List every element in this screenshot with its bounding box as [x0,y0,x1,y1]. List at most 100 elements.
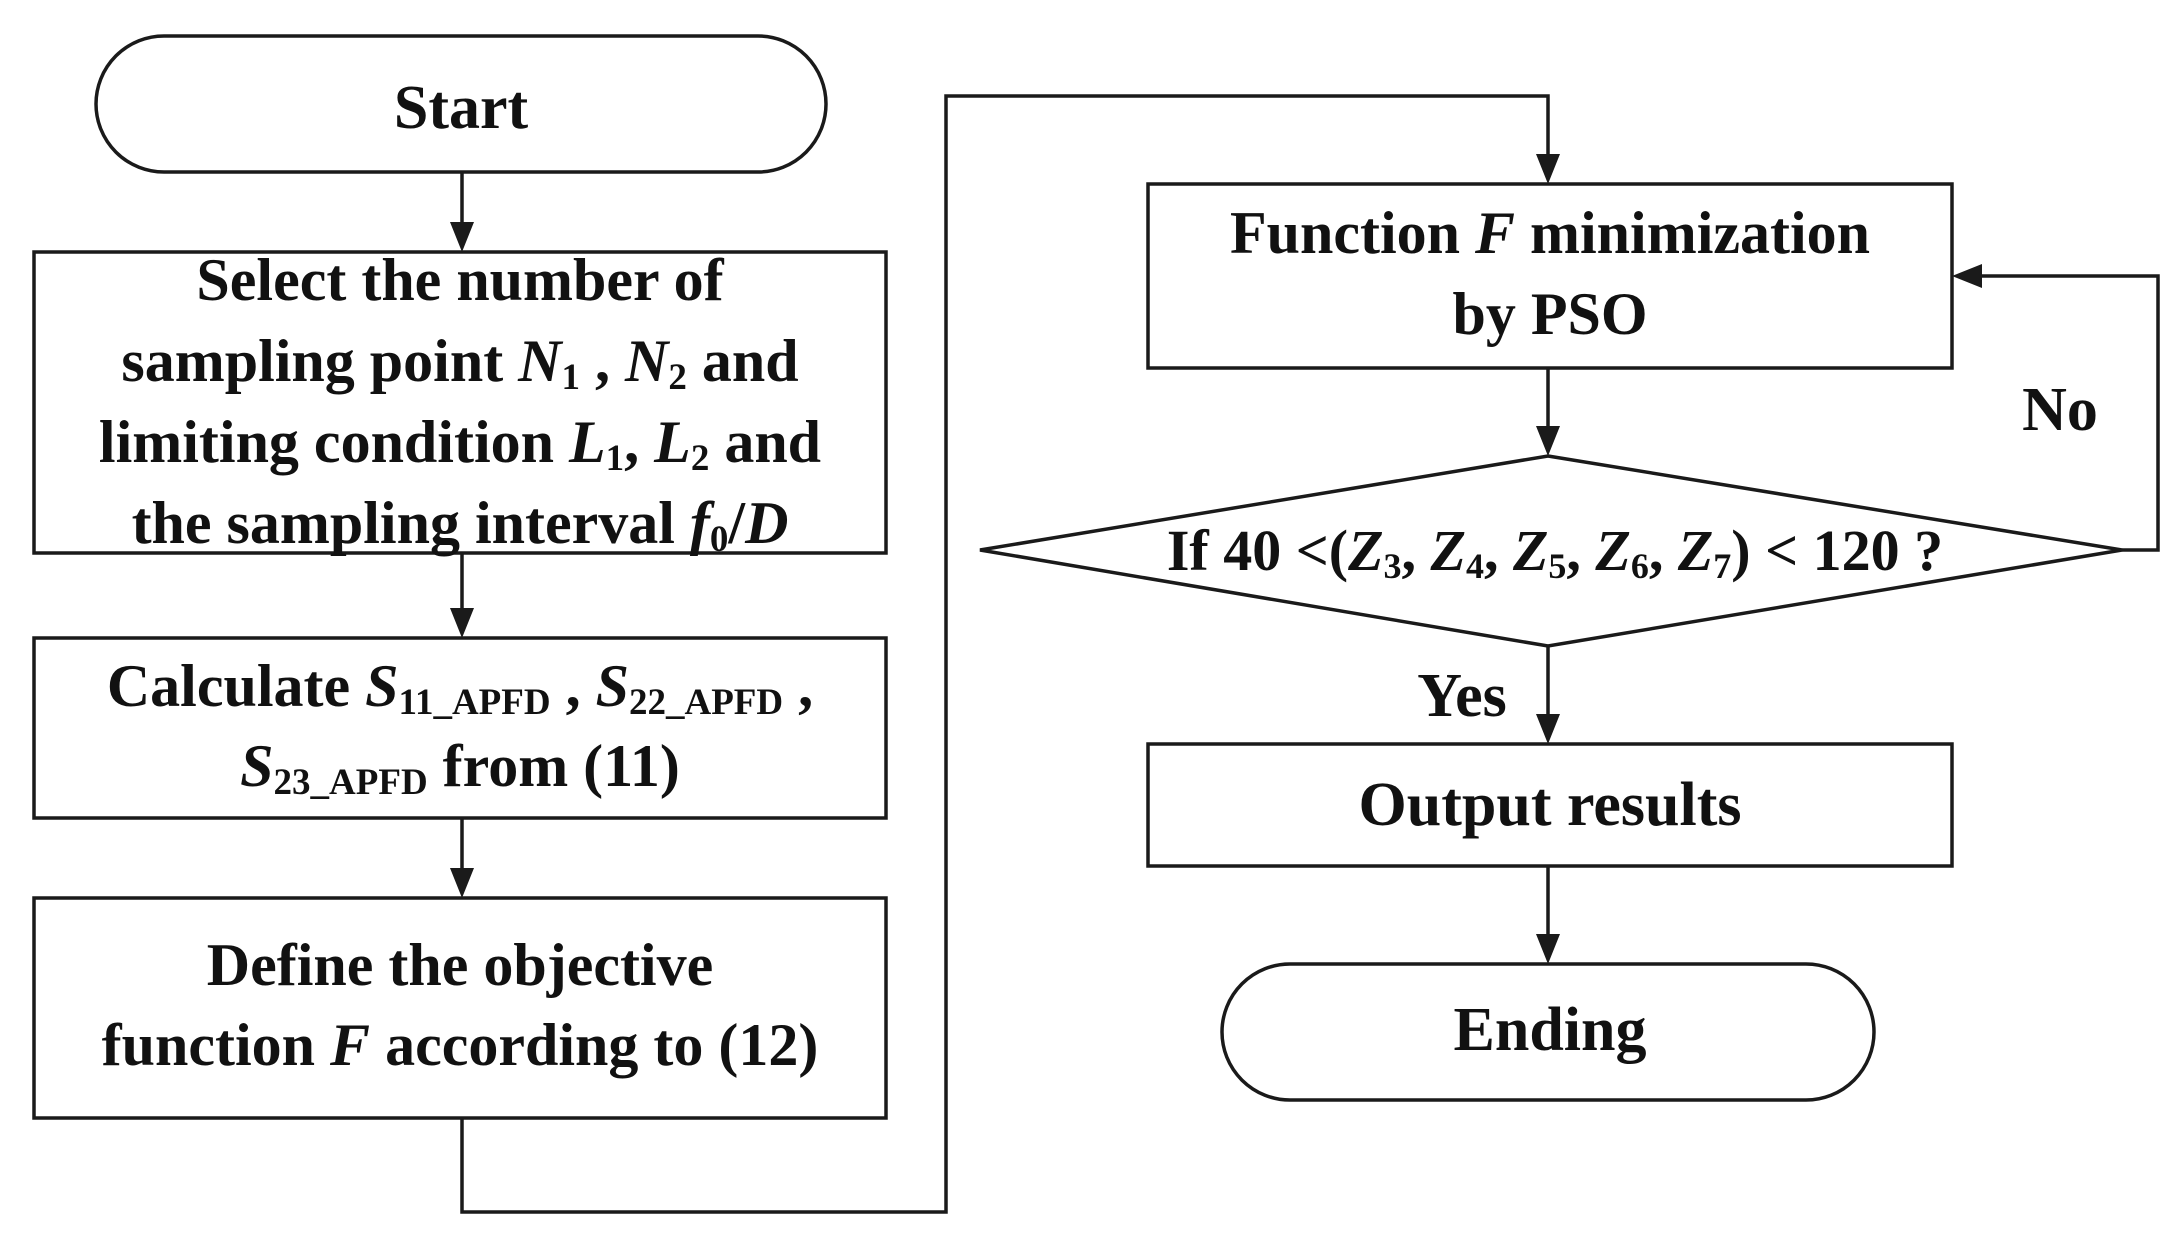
text-run: , [580,328,625,394]
no-edge-label: No [2022,376,2098,444]
text-run: Output results [1359,771,1742,839]
subscript: 2 [668,357,687,398]
arrow-to-pso [1536,154,1560,184]
select-process-box [32,250,888,555]
italic-symbol: Z [1430,518,1466,583]
italic-symbol: S [596,653,629,719]
text-run: Ending [1453,996,1646,1064]
italic-symbol: F [1474,200,1515,266]
subscript: 5 [1548,546,1566,586]
text-run: by PSO [1452,281,1647,347]
calculate-label: Calculate S11_APFD , S22_APFD ,S23_APFD … [107,653,813,803]
ending-terminal [1220,962,1876,1102]
text-run: , [783,653,813,719]
text-run: the sampling interval [132,490,690,556]
define-label: Define the objective function F according… [102,932,819,1078]
edge-define-to-pso [460,94,1550,1214]
italic-symbol: N [517,328,564,394]
pso-label-line-1: Function F minimization [1230,200,1870,266]
text-run: , [1484,518,1513,583]
arrow-to-output [1536,714,1560,744]
arrow-to-define [450,868,474,898]
text-run: Start [394,74,529,142]
pso-label: Function F minimization by PSO [1230,200,1870,347]
text-run: limiting condition [99,409,569,475]
subscript: 0 [710,519,729,560]
define-process-box [32,896,888,1120]
subscript: 23_APFD [274,762,428,803]
subscript: 1 [606,438,625,479]
italic-symbol: F [329,1012,370,1078]
text-run: minimization [1515,200,1870,266]
output-label-line-1: Output results [1359,771,1742,839]
text-run: and [709,409,821,475]
text-run: , [1649,518,1678,583]
text-run: , [1402,518,1431,583]
arrow-no-to-pso [1952,264,1982,288]
text-run: , [624,409,654,475]
subscript: 4 [1466,546,1484,586]
italic-symbol: L [568,409,606,475]
text-run: according to (12) [370,1012,818,1078]
text-run: and [687,328,799,394]
text-run: / [727,490,746,556]
text-run: Define the objective [207,932,713,998]
yes-edge-label: Yes [1417,662,1507,730]
decision-label: If 40 <(Z3, Z4, Z5, Z6, Z7) < 120 ? [1167,518,1943,586]
text-run: function [102,1012,330,1078]
ending-label: Ending [1453,996,1646,1064]
subscript: 2 [691,438,710,479]
define-label-line-1: Define the objective [207,932,713,998]
arrow-to-select [450,222,474,252]
output-process-box [1146,742,1954,868]
italic-symbol: Z [1594,518,1630,583]
pso-process-box [1146,182,1954,370]
calculate-label-line-2: S23_APFD from (11) [240,733,680,803]
decision-diamond [979,454,2123,648]
select-label-line-1: Select the number of [196,247,724,313]
text-run: , [551,653,596,719]
arrow-to-ending [1536,934,1560,964]
start-terminal [94,34,828,174]
arrowheads [450,154,1982,964]
italic-symbol: Z [1677,518,1713,583]
output-label: Output results [1359,771,1742,839]
calculate-label-line-1: Calculate S11_APFD , S22_APFD , [107,653,813,723]
text-run: Select the number of [196,247,724,313]
pso-label-line-2: by PSO [1452,281,1647,347]
select-label-line-2: sampling point N1 , N2 and [121,328,798,398]
text-run: from (11) [428,733,680,799]
italic-symbol: Z [1347,518,1383,583]
define-label-line-2: function F according to (12) [102,1012,819,1078]
subscript: 11_APFD [399,682,551,723]
subscript: 22_APFD [629,682,783,723]
calculate-process-box [32,636,888,820]
italic-symbol: S [240,733,273,799]
select-label-line-3: limiting condition L1, L2 and [99,409,821,479]
subscript: 6 [1631,546,1649,586]
text-run: ) < 120 ? [1731,518,1943,583]
ending-label-line-1: Ending [1453,996,1646,1064]
start-label: Start [394,74,529,142]
text-run: Calculate [107,653,365,719]
arrow-to-calculate [450,608,474,638]
italic-symbol: D [744,490,788,556]
select-label: Select the number of sampling point N1 , … [99,247,821,560]
text-run: Function [1230,200,1475,266]
subscript: 3 [1384,546,1402,586]
edge-decision-no-loop [1978,274,2160,552]
italic-symbol: L [653,409,691,475]
arrow-to-decision [1536,426,1560,456]
subscript: 7 [1713,546,1731,586]
italic-symbol: N [624,328,671,394]
italic-symbol: S [365,653,398,719]
italic-symbol: Z [1512,518,1548,583]
text-run: sampling point [121,328,518,394]
decision-label-line-1: If 40 <(Z3, Z4, Z5, Z6, Z7) < 120 ? [1167,518,1943,586]
text-run: , [1566,518,1595,583]
subscript: 1 [562,357,581,398]
start-label-line-1: Start [394,74,529,142]
select-label-line-4: the sampling interval f0/D [132,490,789,560]
text-run: If 40 <( [1167,518,1348,583]
